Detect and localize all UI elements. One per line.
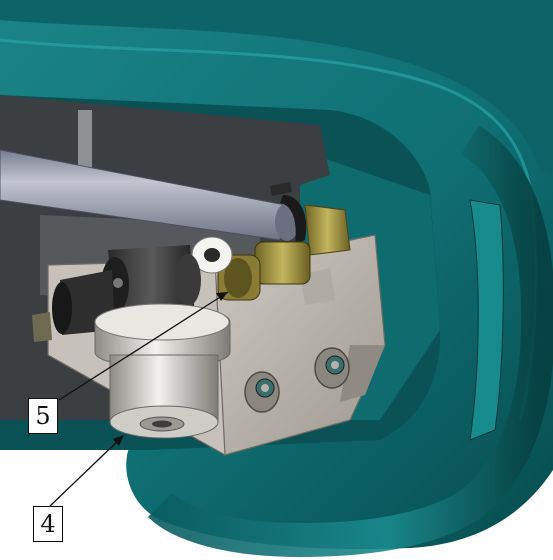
brass-thread	[224, 258, 252, 298]
left-bolt	[32, 312, 52, 342]
housing-right-lip	[147, 125, 553, 558]
leader-arrow-4	[113, 435, 124, 446]
connector-right-end	[175, 254, 201, 306]
bracket-slot-2	[314, 347, 350, 389]
brass-hex	[304, 204, 351, 256]
housing-rib	[469, 199, 504, 441]
housing-top-rim	[0, 0, 553, 175]
brass-fitting	[191, 204, 351, 301]
tube	[0, 149, 307, 245]
back-plate-vertical	[78, 110, 92, 175]
bracket-bend	[340, 345, 385, 402]
tube-clamp	[280, 195, 307, 245]
tube-body	[0, 149, 286, 241]
callout-number-4: 4	[40, 510, 56, 538]
leader-line-5	[58, 291, 229, 401]
bracket-slot-1	[244, 371, 280, 413]
callout-number-5: 5	[35, 402, 51, 430]
brass-nut-1	[254, 241, 311, 285]
cylinder-fitting	[94, 303, 231, 439]
leader-arrow-5	[216, 292, 228, 301]
callout-label-5: 5	[28, 398, 58, 434]
callout-label-4: 4	[33, 506, 63, 542]
tube-clamp-tab	[270, 182, 292, 196]
leader-line-4	[49, 436, 123, 507]
